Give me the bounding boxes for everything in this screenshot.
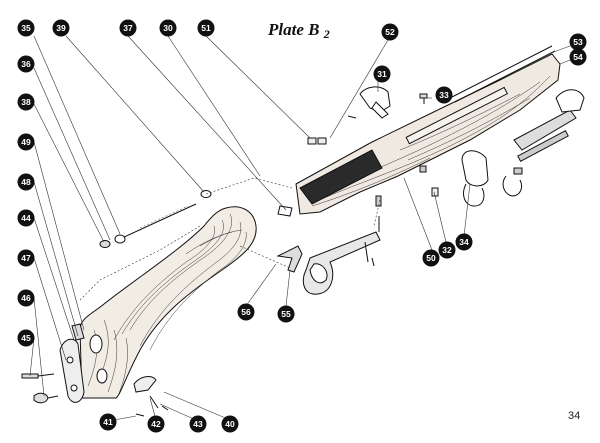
callout-55: 55 [277, 305, 295, 323]
svg-text:43: 43 [193, 419, 203, 429]
small-hardware [277, 93, 439, 267]
callout-47: 47 [17, 249, 35, 267]
svg-text:37: 37 [123, 23, 133, 33]
svg-text:44: 44 [21, 213, 31, 223]
parts-drawing [21, 45, 585, 417]
svg-text:54: 54 [573, 52, 583, 62]
butt-plate [59, 323, 85, 403]
svg-text:40: 40 [225, 419, 235, 429]
svg-text:47: 47 [21, 253, 31, 263]
callout-30: 30 [159, 19, 177, 37]
svg-text:50: 50 [426, 253, 436, 263]
svg-text:34: 34 [459, 237, 469, 247]
svg-text:32: 32 [442, 245, 452, 255]
fore-end-stock [295, 45, 561, 215]
callout-48: 48 [17, 173, 35, 191]
callout-34: 34 [455, 233, 473, 251]
callout-46: 46 [17, 289, 35, 307]
callout-36: 36 [17, 55, 35, 73]
callout-40: 40 [221, 415, 239, 433]
stacking-swivel [359, 86, 391, 119]
svg-text:53: 53 [573, 37, 583, 47]
svg-text:38: 38 [21, 97, 31, 107]
callout-53: 53 [569, 33, 587, 51]
svg-text:55: 55 [281, 309, 291, 319]
callout-51: 51 [197, 19, 215, 37]
callout-33: 33 [435, 86, 453, 104]
svg-text:31: 31 [377, 69, 387, 79]
svg-text:45: 45 [21, 333, 31, 343]
svg-text:46: 46 [21, 293, 31, 303]
svg-text:33: 33 [439, 90, 449, 100]
callout-32: 32 [438, 241, 456, 259]
callout-43: 43 [189, 415, 207, 433]
plate-title: Plate B 2 [268, 20, 330, 42]
front-band [513, 89, 585, 163]
callout-49: 49 [17, 133, 35, 151]
callout-54: 54 [569, 48, 587, 66]
svg-text:42: 42 [151, 419, 161, 429]
callout-45: 45 [17, 329, 35, 347]
sling-swivel [461, 150, 523, 207]
callout-56: 56 [237, 303, 255, 321]
svg-text:49: 49 [21, 137, 31, 147]
trigger-guard [302, 231, 381, 295]
svg-text:35: 35 [21, 23, 31, 33]
svg-text:36: 36 [21, 59, 31, 69]
svg-text:51: 51 [201, 23, 211, 33]
butt-hardware [21, 373, 169, 417]
callout-37: 37 [119, 19, 137, 37]
callout-38: 38 [17, 93, 35, 111]
callout-52: 52 [381, 23, 399, 41]
svg-text:52: 52 [385, 27, 395, 37]
svg-text:30: 30 [163, 23, 173, 33]
svg-text:39: 39 [56, 23, 66, 33]
callout-42: 42 [147, 415, 165, 433]
plate-title-subscript: 2 [323, 27, 330, 41]
callout-31: 31 [373, 65, 391, 83]
callout-41: 41 [99, 413, 117, 431]
callout-44: 44 [17, 209, 35, 227]
svg-text:41: 41 [103, 417, 113, 427]
callouts: 35 39 37 30 51 52 53 54 36 31 33 38 49 4… [17, 19, 587, 433]
trigger [276, 245, 303, 273]
plate-title-text: Plate B [268, 20, 320, 39]
page-number: 34 [568, 410, 581, 422]
svg-text:48: 48 [21, 177, 31, 187]
callout-39: 39 [52, 19, 70, 37]
callout-50: 50 [422, 249, 440, 267]
svg-text:56: 56 [241, 307, 251, 317]
butt-stock [79, 206, 257, 399]
assembly-guides [79, 177, 381, 301]
callout-35: 35 [17, 19, 35, 37]
